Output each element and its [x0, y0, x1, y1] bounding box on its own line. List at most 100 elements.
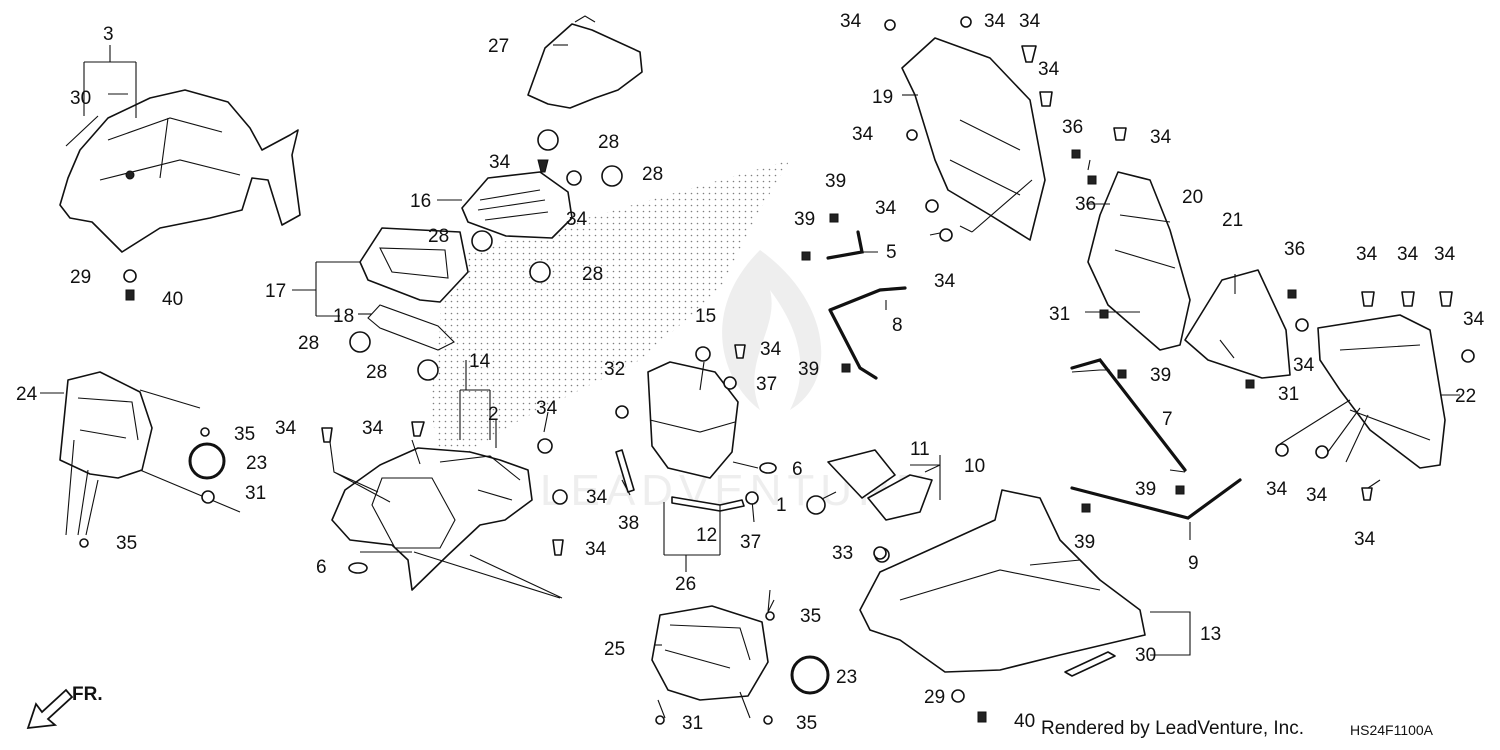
callout-34m: 34 — [852, 124, 874, 145]
callout-17: 17 — [265, 281, 286, 302]
callout-35c: 35 — [800, 606, 821, 627]
callout-23b: 23 — [836, 667, 857, 688]
callout-19: 19 — [872, 87, 893, 108]
callout-32: 32 — [604, 359, 625, 380]
callout-37a: 37 — [756, 374, 777, 395]
rear-fender — [859, 489, 1146, 673]
duct-center — [651, 605, 769, 701]
callout-31a: 31 — [245, 483, 266, 504]
callout-38: 38 — [618, 513, 639, 534]
callout-36b: 36 — [1075, 194, 1096, 215]
callout-20: 20 — [1182, 187, 1203, 208]
callout-34g: 34 — [585, 539, 607, 560]
arrow-down-left-icon: FR. — [26, 684, 103, 730]
callout-34k: 34 — [1019, 11, 1041, 32]
callout-30a: 30 — [70, 88, 91, 109]
ring-23a — [188, 442, 226, 480]
dotted-area — [430, 160, 790, 470]
callout-34c: 34 — [275, 418, 297, 439]
callout-31c: 31 — [1049, 304, 1070, 325]
callout-34v: 34 — [1266, 479, 1288, 500]
callout-40b: 40 — [1014, 711, 1035, 732]
callout-3: 3 — [103, 24, 114, 45]
duct-left — [59, 371, 153, 479]
callout-8: 8 — [892, 315, 903, 336]
callout-6b: 6 — [792, 459, 803, 480]
callout-34w: 34 — [1306, 485, 1328, 506]
center-cover — [461, 171, 573, 239]
strap-38 — [615, 449, 635, 493]
callout-30b: 30 — [1135, 645, 1156, 666]
callout-15: 15 — [695, 306, 716, 327]
rod-5 — [826, 230, 864, 260]
callout-labels: 3 30 29 40 27 28 34 28 16 34 28 28 17 18… — [16, 11, 1485, 734]
seal-ring — [367, 304, 455, 351]
plate-11 — [827, 449, 896, 499]
callout-5: 5 — [886, 242, 897, 263]
callout-28a: 28 — [598, 132, 619, 153]
callout-34s: 34 — [1434, 244, 1456, 265]
callout-34a: 34 — [489, 152, 511, 173]
callout-34n: 34 — [1150, 127, 1172, 148]
callout-36a: 36 — [1062, 117, 1083, 138]
callout-31b: 31 — [682, 713, 703, 734]
callout-21: 21 — [1222, 210, 1243, 231]
callout-10: 10 — [964, 456, 985, 477]
callout-6a: 6 — [316, 557, 327, 578]
callout-22: 22 — [1455, 386, 1476, 407]
footer-credit: Rendered by LeadVenture, Inc. — [1041, 718, 1305, 739]
callout-28e: 28 — [298, 333, 319, 354]
callout-34e: 34 — [536, 398, 558, 419]
callout-14: 14 — [469, 351, 491, 372]
callout-39c: 39 — [798, 359, 819, 380]
ring-23b — [790, 655, 830, 695]
callout-36c: 36 — [1284, 239, 1305, 260]
callout-34i: 34 — [840, 11, 862, 32]
callout-39e: 39 — [1135, 479, 1156, 500]
side-panel-right — [1317, 314, 1446, 469]
callout-34o: 34 — [875, 198, 897, 219]
callout-33: 33 — [832, 543, 853, 564]
fasteners — [79, 16, 1475, 725]
callout-34r: 34 — [1397, 244, 1419, 265]
callout-34u: 34 — [1293, 355, 1315, 376]
diagram-code: HS24F1100A — [1350, 722, 1434, 738]
callout-34x: 34 — [1354, 529, 1376, 550]
trim-strip-30 — [1064, 651, 1116, 677]
callout-24: 24 — [16, 384, 38, 405]
callout-25: 25 — [604, 639, 625, 660]
rod-8 — [828, 286, 907, 380]
callout-35b: 35 — [116, 533, 137, 554]
plate-10 — [867, 474, 933, 521]
lid-panel — [359, 227, 469, 303]
callout-29b: 29 — [924, 687, 945, 708]
callout-34b: 34 — [566, 209, 588, 230]
callout-35a: 35 — [234, 424, 255, 445]
front-fender-cover — [59, 89, 301, 253]
callout-11: 11 — [910, 439, 930, 460]
callout-12: 12 — [696, 525, 717, 546]
callout-28d: 28 — [582, 264, 603, 285]
callout-39f: 39 — [1074, 532, 1095, 553]
side-panel-mid — [1087, 171, 1191, 351]
callout-34d: 34 — [362, 418, 384, 439]
callout-9: 9 — [1188, 553, 1199, 574]
callout-31d: 31 — [1278, 384, 1299, 405]
side-panel-small — [1184, 269, 1291, 379]
callout-1: 1 — [776, 495, 787, 516]
callout-34q: 34 — [1356, 244, 1378, 265]
callout-2: 2 — [488, 404, 499, 425]
callout-39a: 39 — [825, 171, 846, 192]
callout-37b: 37 — [740, 532, 761, 553]
callout-28c: 28 — [428, 226, 449, 247]
callout-28f: 28 — [366, 362, 387, 383]
callout-26: 26 — [675, 574, 696, 595]
callout-18: 18 — [333, 306, 354, 327]
meter-visor — [527, 15, 643, 109]
direction-label: FR. — [72, 684, 103, 705]
callout-16: 16 — [410, 191, 431, 212]
callout-7: 7 — [1162, 409, 1173, 430]
callout-40a: 40 — [162, 289, 183, 310]
rod-7 — [1070, 358, 1187, 472]
callout-34j: 34 — [984, 11, 1006, 32]
